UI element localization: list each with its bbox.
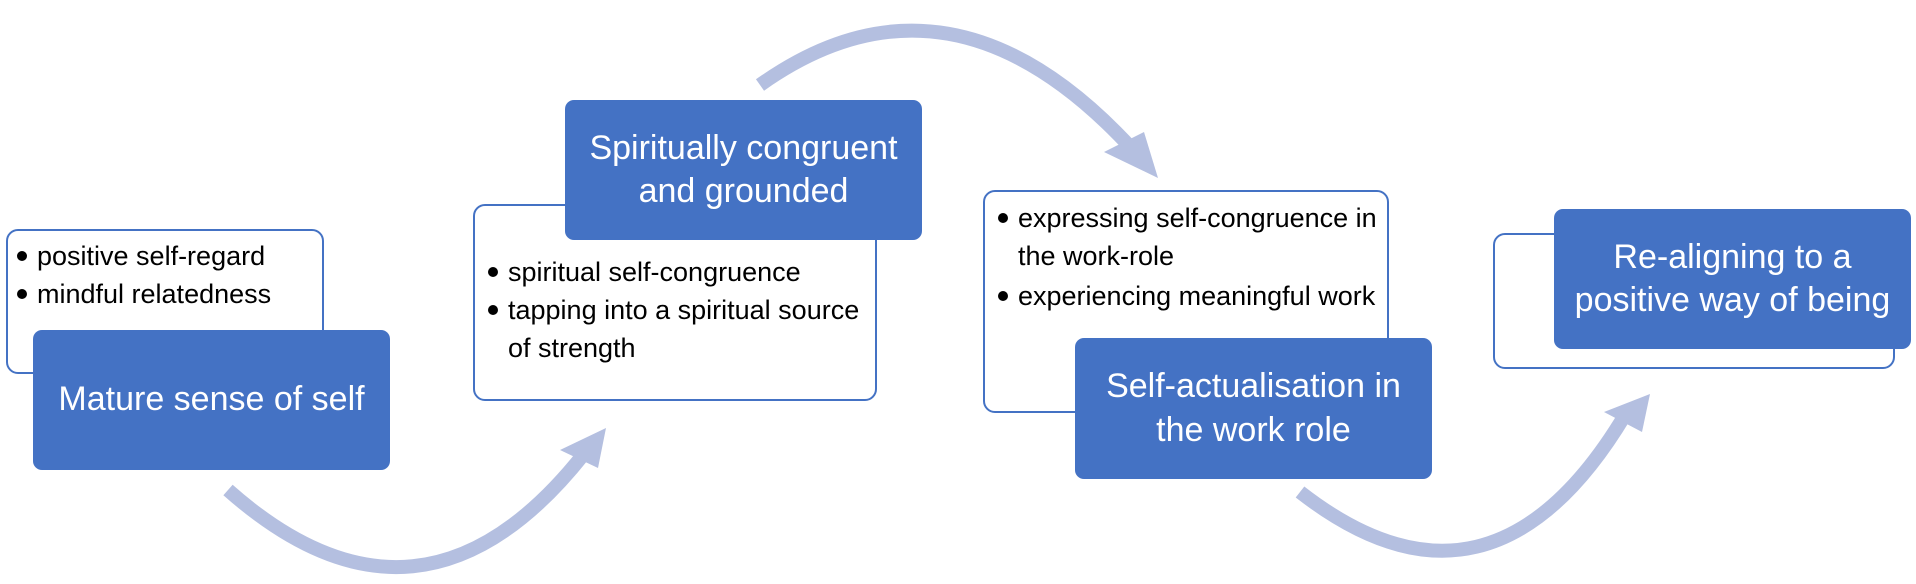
stage-2-bullet-1: spiritual self-congruence: [484, 253, 864, 291]
arrow-stage3-to-stage4: [1295, 411, 1632, 558]
stage-1-bullet-2: mindful relatedness: [13, 275, 313, 313]
arrow-stage1-to-stage2: [223, 450, 589, 575]
arrow-stage2-to-stage3: [755, 23, 1139, 155]
arrowhead-stage2: [560, 428, 606, 468]
stage-2-bullet-2: tapping into a spiritual source of stren…: [484, 291, 864, 367]
stage-3-bullet-2: experiencing meaningful work: [994, 277, 1379, 315]
stage-1-bullet-1: positive self-regard: [13, 237, 313, 275]
stage-2-bullet-list: spiritual self-congruence tapping into a…: [484, 253, 864, 367]
stage-1-title: Mature sense of self: [33, 330, 390, 470]
stage-2-title: Spiritually congruent and grounded: [565, 100, 922, 240]
stage-3-bullet-1: expressing self-congruence in the work-r…: [994, 199, 1379, 275]
arrowhead-stage4: [1604, 394, 1650, 432]
stage-3-title: Self-actualisation in the work role: [1075, 338, 1432, 479]
stage-4-title: Re-aligning to a positive way of being: [1554, 209, 1911, 349]
arrowhead-stage3: [1104, 132, 1158, 178]
stage-1-bullet-list: positive self-regard mindful relatedness: [13, 237, 313, 313]
stage-3-bullet-list: expressing self-congruence in the work-r…: [994, 199, 1379, 315]
